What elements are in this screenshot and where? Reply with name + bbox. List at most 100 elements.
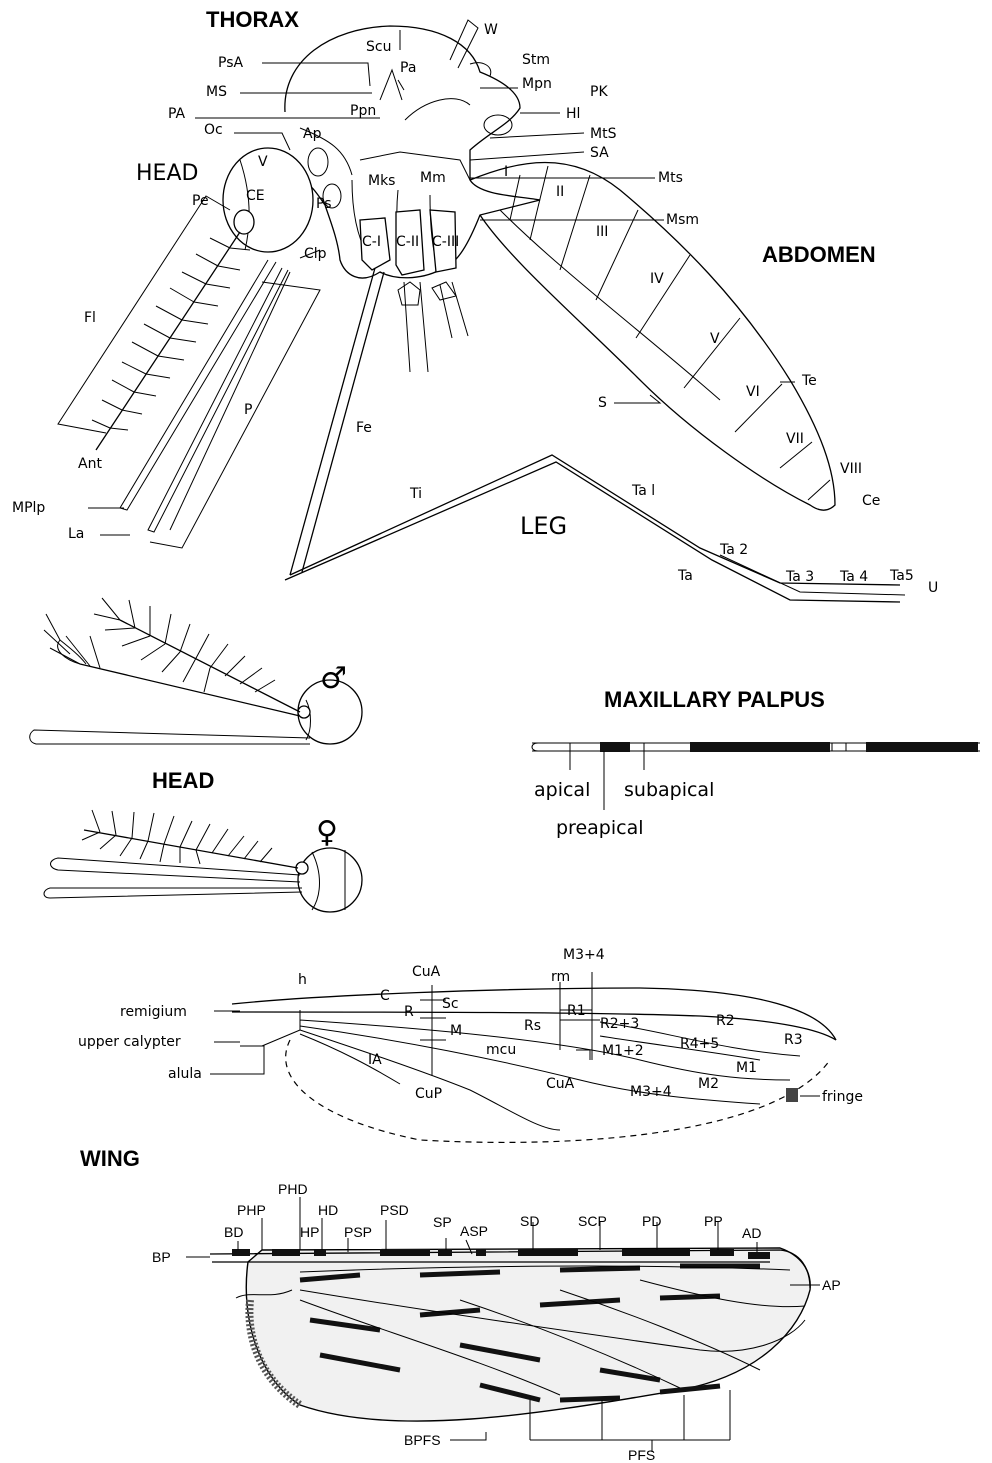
label-BD: BD bbox=[224, 1224, 243, 1240]
label-R23: R2+3 bbox=[600, 1016, 639, 1032]
label-subapical: subapical bbox=[624, 779, 714, 801]
heading-wing: WING bbox=[80, 1146, 140, 1171]
wing-spot-drawing bbox=[210, 1248, 810, 1421]
label-Ti: Ti bbox=[409, 486, 422, 502]
label-HD: HD bbox=[318, 1202, 338, 1218]
label-PHP: PHP bbox=[237, 1202, 266, 1218]
label-Scu: Scu bbox=[366, 39, 391, 55]
label-Clp: Clp bbox=[304, 246, 327, 262]
label-R1: R1 bbox=[567, 1003, 586, 1019]
label-PP: PP bbox=[704, 1213, 723, 1229]
label-IA: IA bbox=[368, 1052, 382, 1068]
label-Ps: Ps bbox=[316, 196, 332, 212]
label-CuA-bottom: CuA bbox=[546, 1076, 575, 1092]
label-M34-bottom: M3+4 bbox=[630, 1084, 672, 1100]
wing-venation-drawing bbox=[210, 972, 836, 1142]
label-BPFS: BPFS bbox=[404, 1432, 441, 1448]
label-W: W bbox=[484, 22, 498, 38]
label-AP: AP bbox=[822, 1277, 841, 1293]
label-PSP: PSP bbox=[344, 1224, 372, 1240]
label-Ta2: Ta 2 bbox=[719, 542, 748, 558]
label-I: I bbox=[504, 164, 508, 180]
label-Ap: Ap bbox=[303, 126, 322, 142]
label-SD: SD bbox=[520, 1213, 539, 1229]
label-PFS: PFS bbox=[628, 1447, 655, 1463]
label-SA: SA bbox=[590, 145, 609, 161]
heading-abdomen: ABDOMEN bbox=[762, 242, 876, 267]
label-CE: CE bbox=[246, 188, 265, 204]
label-Mts: Mts bbox=[658, 170, 683, 186]
label-Fe: Fe bbox=[356, 420, 372, 436]
body-leader-lines bbox=[88, 63, 795, 535]
body-labels: W Scu Stm PsA Pa MS Mpn PK PA Ppn Hl Oc … bbox=[12, 22, 938, 596]
label-Fl: Fl bbox=[84, 310, 96, 326]
label-PA: PA bbox=[168, 106, 186, 122]
label-Mpn: Mpn bbox=[522, 76, 552, 92]
label-Ant: Ant bbox=[78, 456, 102, 472]
label-PsA: PsA bbox=[218, 55, 243, 71]
label-U: U bbox=[928, 580, 938, 596]
label-PHD: PHD bbox=[278, 1181, 308, 1197]
label-Oc: Oc bbox=[204, 122, 223, 138]
heading-leg: LEG bbox=[520, 512, 567, 540]
heading-head-pair: HEAD bbox=[152, 768, 214, 793]
label-Ta1: Ta l bbox=[631, 483, 655, 499]
palpus-labels: apical subapical preapical bbox=[534, 779, 714, 839]
label-Ta4: Ta 4 bbox=[839, 569, 868, 585]
label-R3: R3 bbox=[784, 1032, 803, 1048]
label-CuA-top: CuA bbox=[412, 964, 441, 980]
label-Sc: Sc bbox=[442, 996, 459, 1012]
label-Hl: Hl bbox=[566, 106, 580, 122]
label-ASP: ASP bbox=[460, 1223, 488, 1239]
label-M34-top: M3+4 bbox=[563, 947, 605, 963]
label-Msm: Msm bbox=[666, 212, 699, 228]
label-V-seg: V bbox=[710, 331, 720, 347]
female-symbol: ♀ bbox=[316, 815, 338, 850]
label-Ta: Ta bbox=[677, 568, 693, 584]
label-C-III: C-III bbox=[432, 234, 459, 250]
label-La: La bbox=[68, 526, 84, 542]
label-alula: alula bbox=[168, 1066, 202, 1082]
label-PSD: PSD bbox=[380, 1202, 409, 1218]
label-PK: PK bbox=[590, 84, 608, 100]
label-CuP: CuP bbox=[415, 1086, 442, 1102]
label-MPlp: MPlp bbox=[12, 500, 45, 516]
male-head-drawing: ♂ bbox=[30, 598, 362, 744]
label-Te: Te bbox=[801, 373, 817, 389]
label-HP: HP bbox=[300, 1224, 319, 1240]
label-apical: apical bbox=[534, 779, 590, 801]
label-Ta3: Ta 3 bbox=[785, 569, 814, 585]
label-remigium: remigium bbox=[120, 1004, 187, 1020]
label-II: II bbox=[556, 184, 564, 200]
label-upper-calypter: upper calypter bbox=[78, 1034, 181, 1050]
label-SP: SP bbox=[433, 1214, 452, 1230]
label-MS: MS bbox=[206, 84, 227, 100]
label-R2: R2 bbox=[716, 1013, 735, 1029]
label-BP: BP bbox=[152, 1249, 171, 1265]
label-Stm: Stm bbox=[522, 52, 550, 68]
label-VI: VI bbox=[746, 384, 760, 400]
male-symbol: ♂ bbox=[320, 661, 347, 696]
label-P: P bbox=[244, 402, 252, 418]
label-PD: PD bbox=[642, 1213, 661, 1229]
label-AD: AD bbox=[742, 1225, 761, 1241]
label-VIII: VIII bbox=[840, 461, 862, 477]
heading-thorax: THORAX bbox=[206, 7, 299, 32]
label-rm: rm bbox=[551, 969, 570, 985]
label-Ppn: Ppn bbox=[350, 103, 376, 119]
label-Ta5: Ta5 bbox=[889, 568, 914, 584]
label-Ce: Ce bbox=[862, 493, 880, 509]
wing-vein-labels: M3+4 CuA rm h C Sc R1 remigium R Rs R2+3… bbox=[78, 947, 863, 1105]
label-R: R bbox=[404, 1004, 414, 1020]
label-MtS: MtS bbox=[590, 126, 617, 142]
label-M1: M1 bbox=[736, 1060, 757, 1076]
label-M2: M2 bbox=[698, 1076, 719, 1092]
label-fringe: fringe bbox=[822, 1089, 863, 1105]
label-V: V bbox=[258, 154, 268, 170]
heading-head-main: HEAD bbox=[136, 161, 198, 186]
label-IV: IV bbox=[650, 271, 664, 287]
label-Pa: Pa bbox=[400, 60, 416, 76]
label-Pe: Pe bbox=[192, 193, 209, 209]
